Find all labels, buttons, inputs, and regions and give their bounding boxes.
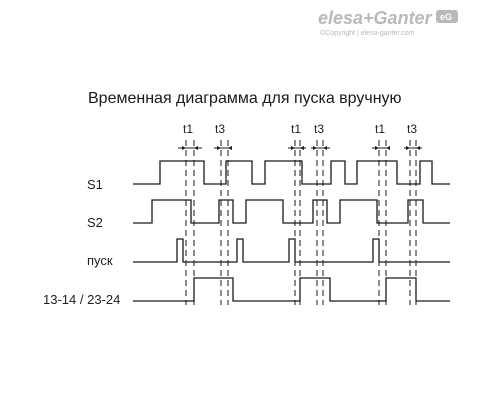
copyright-text: ©Copyright | elesa-ganter.com — [320, 29, 415, 37]
diagram-title: Временная диаграмма для пуска вручную — [88, 90, 402, 107]
timing-label-t3: t3 — [407, 122, 417, 136]
waveform-s1 — [133, 160, 450, 185]
arrow-icon — [217, 146, 221, 150]
brand-badge — [436, 10, 458, 23]
signal-label-s2: S2 — [87, 215, 103, 230]
arrow-icon — [375, 146, 379, 150]
arrow-icon — [406, 146, 410, 150]
timing-label-t1: t1 — [375, 122, 385, 136]
arrow-icon — [182, 146, 186, 150]
interval-arrows — [182, 146, 420, 150]
timing-label-t1: t1 — [291, 122, 301, 136]
arrow-icon — [313, 146, 317, 150]
waveform-outputs — [133, 277, 450, 302]
arrow-icon — [386, 146, 390, 150]
waveform-start — [133, 238, 450, 263]
timing-label-t1: t1 — [183, 122, 193, 136]
signal-label-s1: S1 — [87, 177, 103, 192]
brand-wordmark: elesa+Ganter — [318, 8, 433, 28]
timing-label-t3: t3 — [215, 122, 225, 136]
signal-label-start: пуск — [87, 253, 113, 268]
waveform-s2 — [133, 199, 450, 224]
timing-label-t3: t3 — [314, 122, 324, 136]
brand-badge-text: eG — [440, 12, 452, 22]
signal-label-outputs: 13-14 / 23-24 — [43, 292, 120, 307]
arrow-icon — [416, 146, 420, 150]
arrow-icon — [228, 146, 232, 150]
brand-logo: elesa+Ganter ©Copyright | elesa-ganter.c… — [318, 8, 458, 37]
arrow-icon — [323, 146, 327, 150]
arrow-icon — [194, 146, 198, 150]
arrow-icon — [291, 146, 295, 150]
arrow-icon — [300, 146, 304, 150]
